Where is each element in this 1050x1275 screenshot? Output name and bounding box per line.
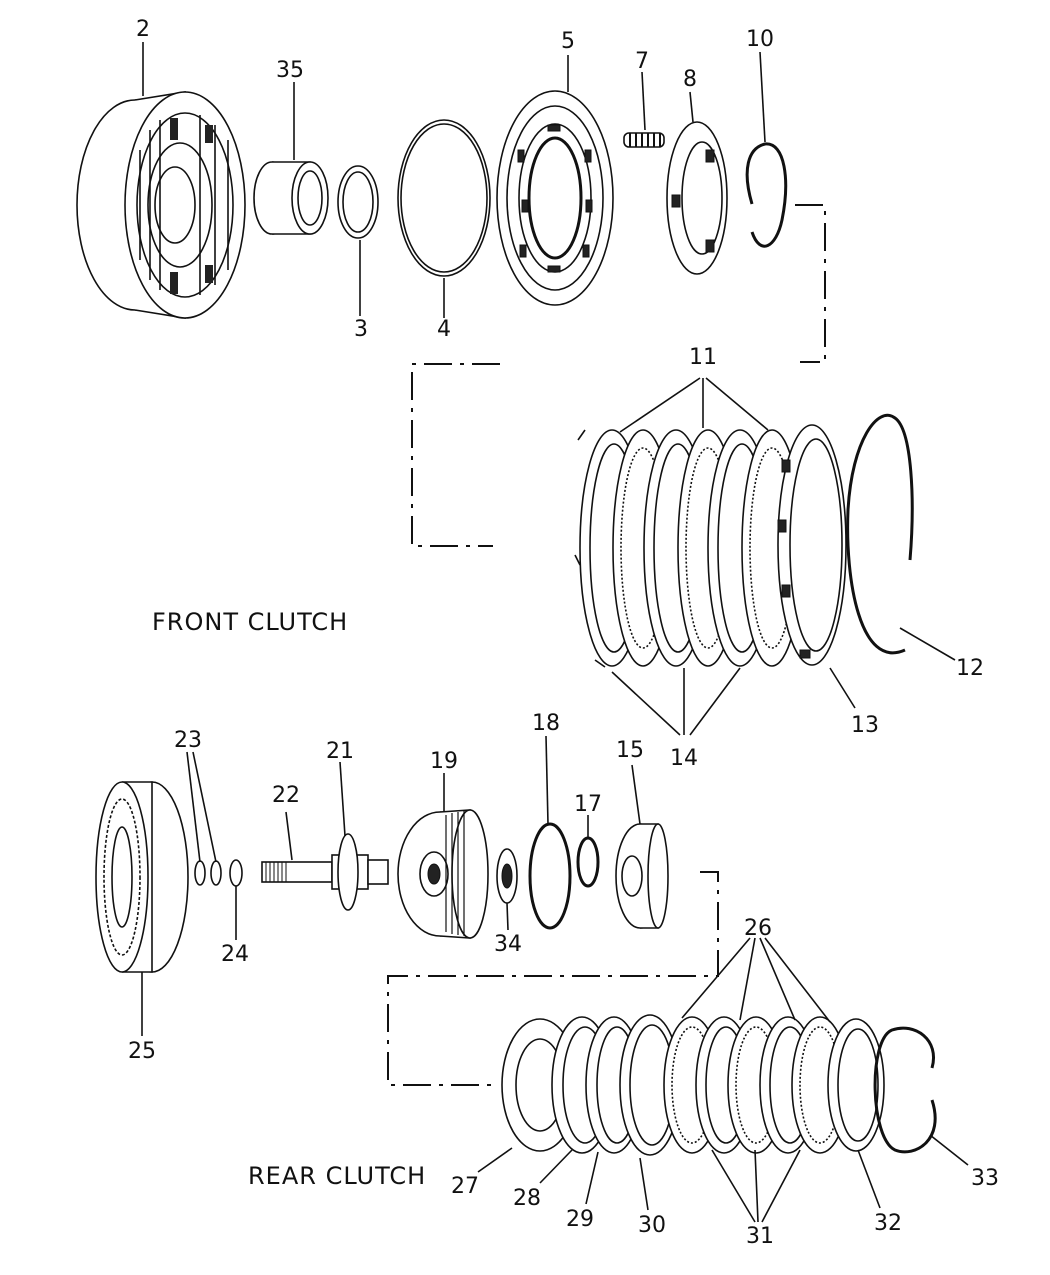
leader-line-13 <box>829 667 856 709</box>
leader-line-12 <box>899 627 956 661</box>
part-10-snap-ring <box>745 142 788 248</box>
callout-28: 28 <box>513 1186 541 1211</box>
callout-22: 22 <box>272 783 300 808</box>
part-22-input-shaft <box>261 854 389 890</box>
rear-connector-line <box>387 871 719 1086</box>
leader-lines-14 <box>611 667 741 736</box>
leader-lines-11 <box>619 377 769 433</box>
part-2-retainer-drum <box>76 91 246 319</box>
callout-12: 12 <box>956 656 984 681</box>
callout-24: 24 <box>221 942 249 967</box>
front-connector-line <box>411 204 826 547</box>
callout-numbers: 2 35 3 4 5 7 8 10 11 12 13 14 15 17 18 1… <box>128 17 999 1249</box>
callout-3: 3 <box>354 317 368 342</box>
part-25-rear-retainer <box>95 781 189 973</box>
callout-13: 13 <box>851 713 879 738</box>
callout-21: 21 <box>326 739 354 764</box>
callout-32: 32 <box>874 1211 902 1236</box>
callout-35: 35 <box>276 58 304 83</box>
callout-2: 2 <box>136 17 150 42</box>
part-35-bushing <box>253 161 329 235</box>
rear-clutch-pack <box>501 1014 937 1156</box>
callout-7: 7 <box>635 49 649 74</box>
callout-18: 18 <box>532 711 560 736</box>
part-17-seal <box>576 836 600 888</box>
callout-31: 31 <box>746 1224 774 1249</box>
part-34-thrust-bearing <box>496 848 518 904</box>
leader-lines-rear <box>141 735 969 1223</box>
callout-33: 33 <box>971 1166 999 1191</box>
front-clutch-pack <box>574 413 914 668</box>
callout-29: 29 <box>566 1207 594 1232</box>
part-7-spring <box>623 132 665 148</box>
part-5-piston <box>496 90 614 306</box>
front-clutch-heading: FRONT CLUTCH <box>152 608 348 636</box>
part-15-piston <box>615 823 669 929</box>
callout-19: 19 <box>430 749 458 774</box>
part-18-seal-ring <box>528 822 572 930</box>
rear-clutch-heading: REAR CLUTCH <box>248 1162 426 1190</box>
leader-lines-upper <box>142 42 766 318</box>
callout-11: 11 <box>689 345 717 370</box>
callout-17: 17 <box>574 792 602 817</box>
callout-8: 8 <box>683 67 697 92</box>
callout-27: 27 <box>451 1174 479 1199</box>
callout-26: 26 <box>744 916 772 941</box>
part-4-o-ring <box>397 119 491 277</box>
part-3-seal-ring <box>337 165 379 239</box>
part-21-thrust-washer <box>337 833 359 911</box>
part-24-snap-ring <box>229 859 243 887</box>
callout-4: 4 <box>437 317 451 342</box>
part-8-spring-retainer <box>666 121 728 275</box>
part-23-thrust-washers <box>194 860 222 886</box>
callout-30: 30 <box>638 1213 666 1238</box>
callout-15: 15 <box>616 738 644 763</box>
callout-10: 10 <box>746 27 774 52</box>
callout-5: 5 <box>561 29 575 54</box>
part-19-drive-hub <box>397 809 489 939</box>
callout-34: 34 <box>494 932 522 957</box>
callout-25: 25 <box>128 1039 156 1064</box>
callout-23: 23 <box>174 728 202 753</box>
callout-14: 14 <box>670 746 698 771</box>
